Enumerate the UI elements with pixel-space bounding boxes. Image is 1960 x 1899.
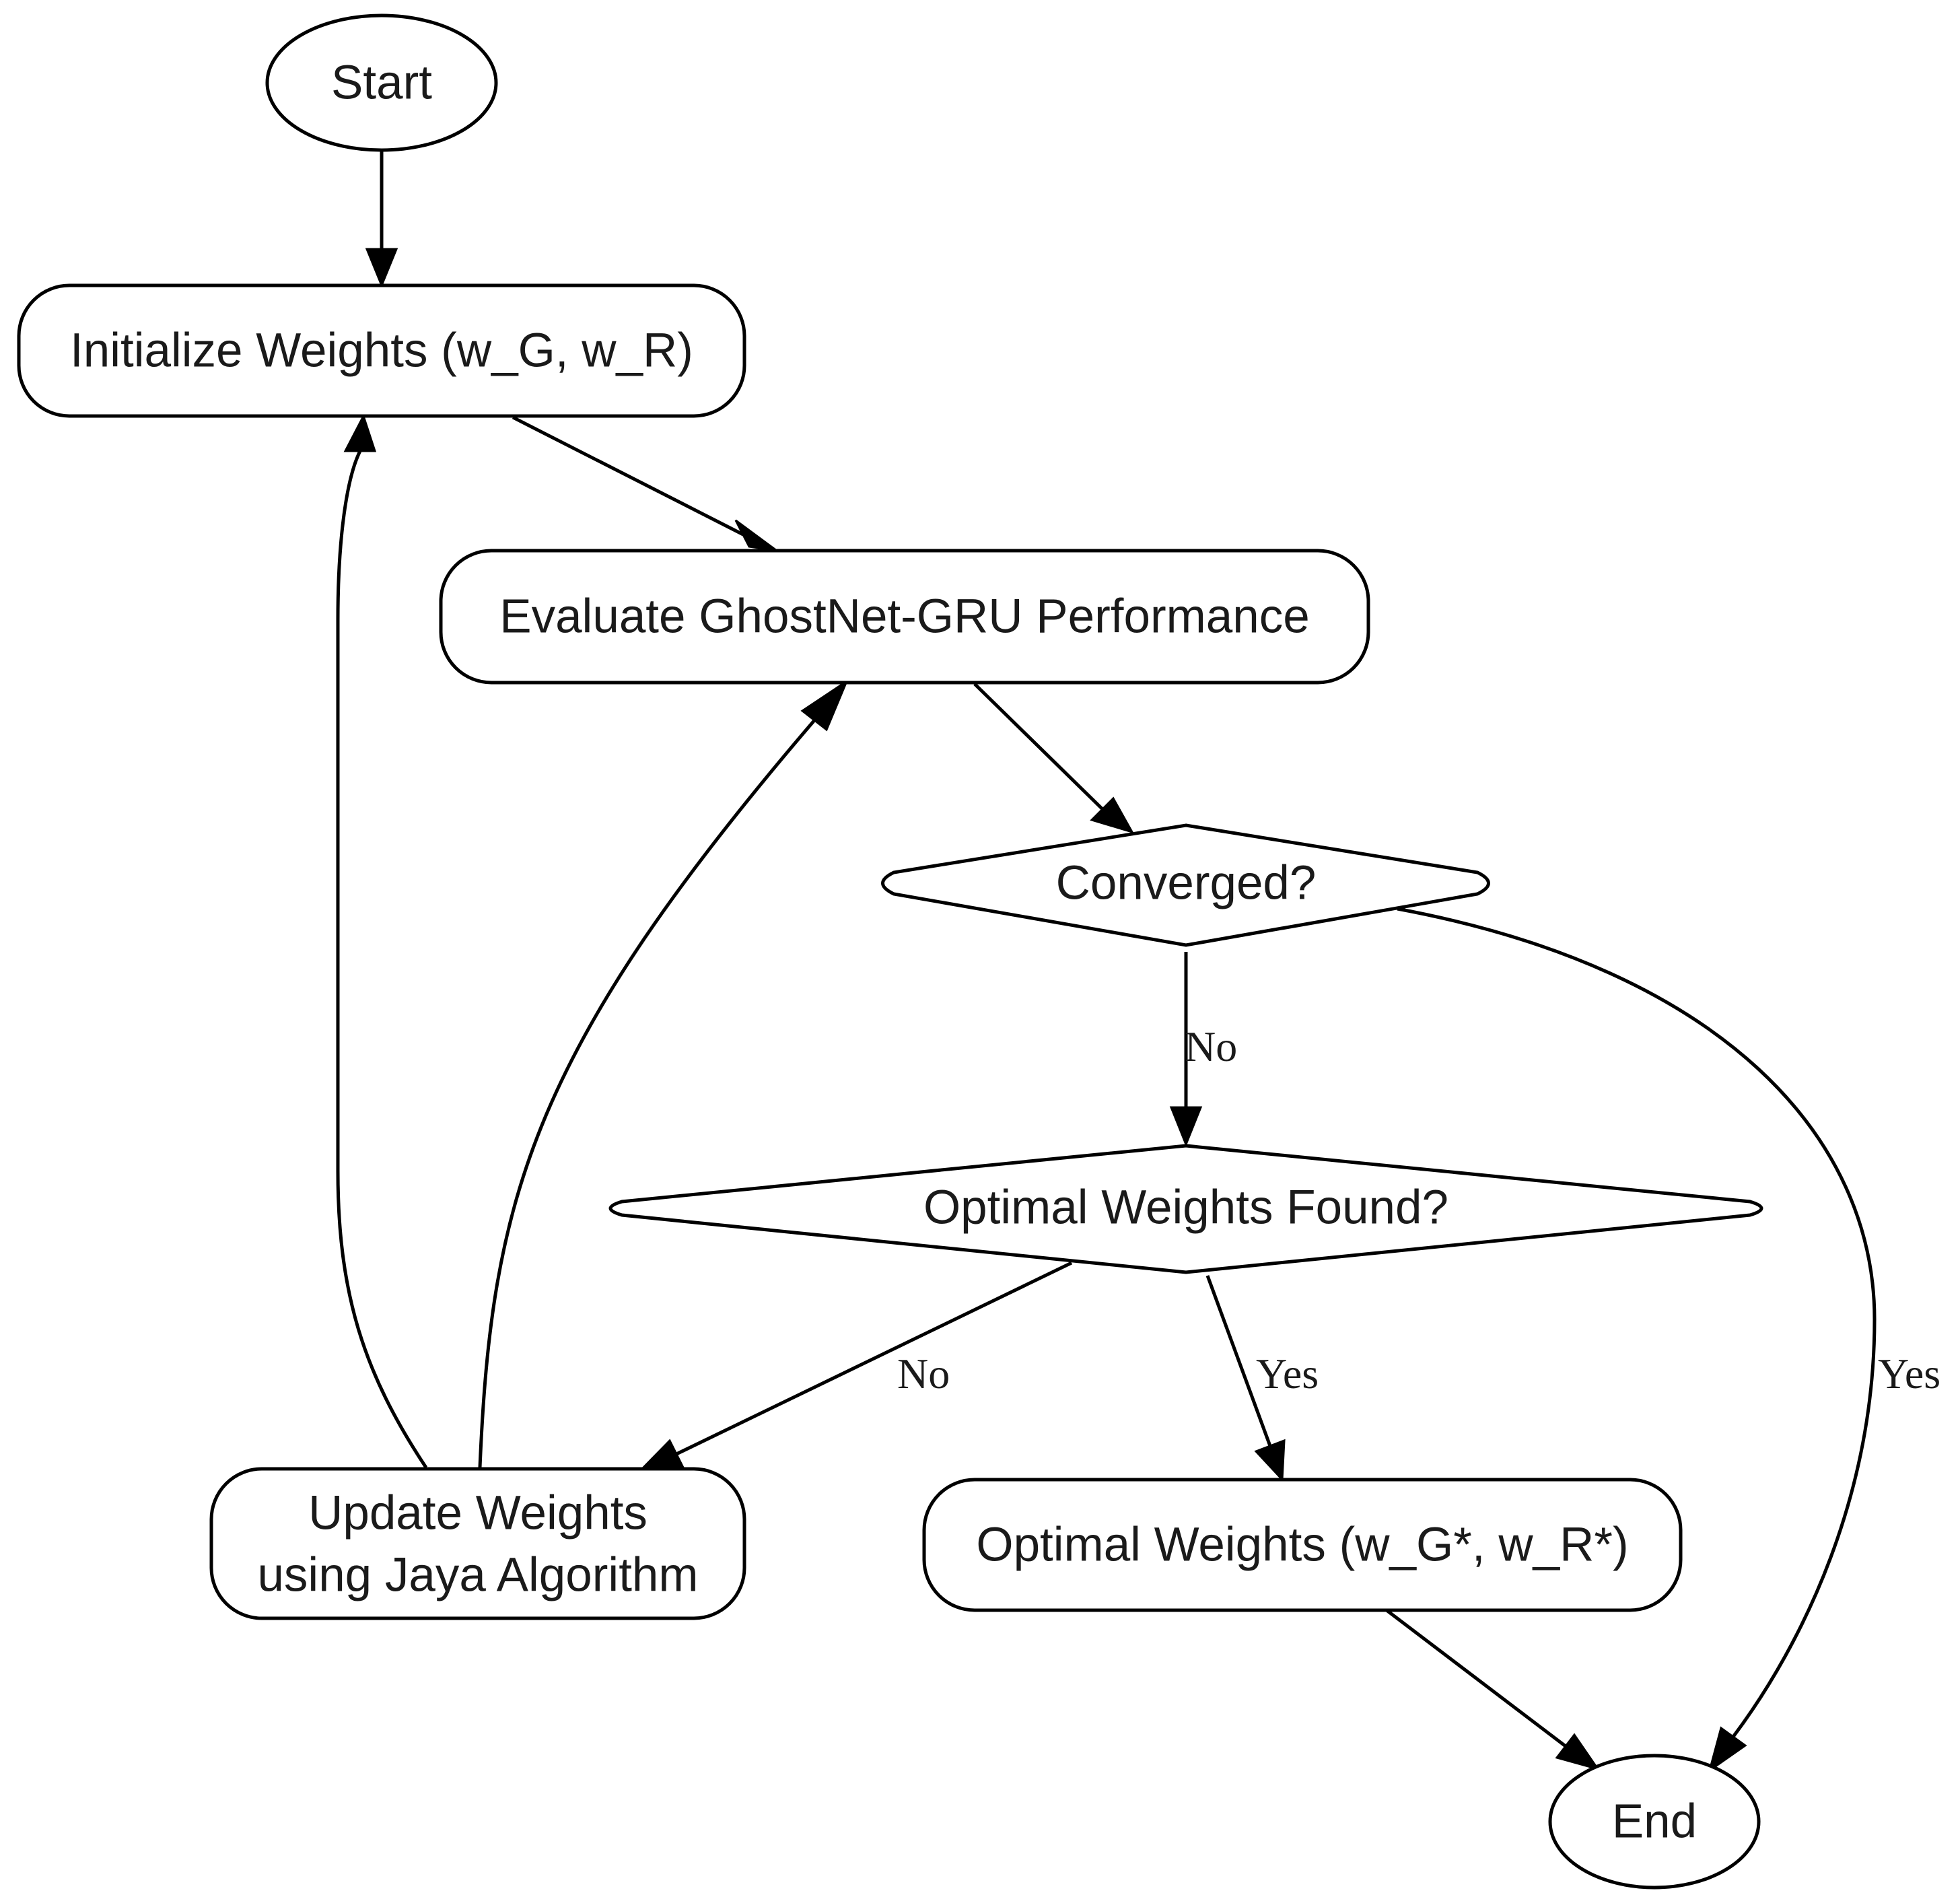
node-end: End: [1548, 1754, 1761, 1890]
edge-optimal-to-end: [1385, 1609, 1601, 1771]
edge-optimal-found-to-update: [637, 1261, 1073, 1473]
node-initialize-weights-label: Initialize Weights (w_G, w_R): [70, 324, 693, 378]
edge-label-optimal-yes: Yes: [1256, 1350, 1319, 1397]
edge-evaluate-to-converged: [973, 683, 1135, 834]
edge-label-converged-no: No: [1185, 1023, 1237, 1070]
node-update-weights-label-line1: Update Weights: [308, 1487, 648, 1540]
edge-label-converged-yes: Yes: [1878, 1350, 1940, 1397]
edge-update-to-evaluate: [478, 679, 849, 1468]
edge-update-to-init: [336, 413, 428, 1469]
node-optimal-found-label: Optimal Weights Found?: [923, 1181, 1448, 1235]
node-initialize-weights: Initialize Weights (w_G, w_R): [17, 283, 746, 418]
node-update-weights: Update Weights using Jaya Algorithm: [209, 1467, 746, 1620]
node-start-label: Start: [331, 57, 432, 110]
edge-converged-to-optimal-found: [1169, 952, 1203, 1148]
node-converged-decision: Converged?: [881, 823, 1490, 947]
node-evaluate-performance-label: Evaluate GhostNet-GRU Performance: [499, 590, 1310, 644]
node-update-weights-label-line2: using Jaya Algorithm: [257, 1549, 698, 1602]
node-end-label: End: [1612, 1795, 1697, 1849]
edge-init-to-evaluate: [512, 415, 777, 552]
edge-converged-to-end: [1397, 907, 1877, 1773]
node-start: Start: [265, 13, 498, 152]
edge-start-to-init: [365, 151, 398, 288]
node-optimal-weights-label: Optimal Weights (w_G*, w_R*): [976, 1519, 1628, 1572]
node-optimal-weights: Optimal Weights (w_G*, w_R*): [922, 1478, 1683, 1612]
node-evaluate-performance: Evaluate GhostNet-GRU Performance: [439, 549, 1370, 685]
node-converged-label: Converged?: [1056, 857, 1317, 910]
edge-optimal-found-to-optimal: [1205, 1275, 1286, 1482]
node-optimal-found-decision: Optimal Weights Found?: [608, 1144, 1763, 1274]
edge-label-optimal-no: No: [897, 1350, 950, 1397]
